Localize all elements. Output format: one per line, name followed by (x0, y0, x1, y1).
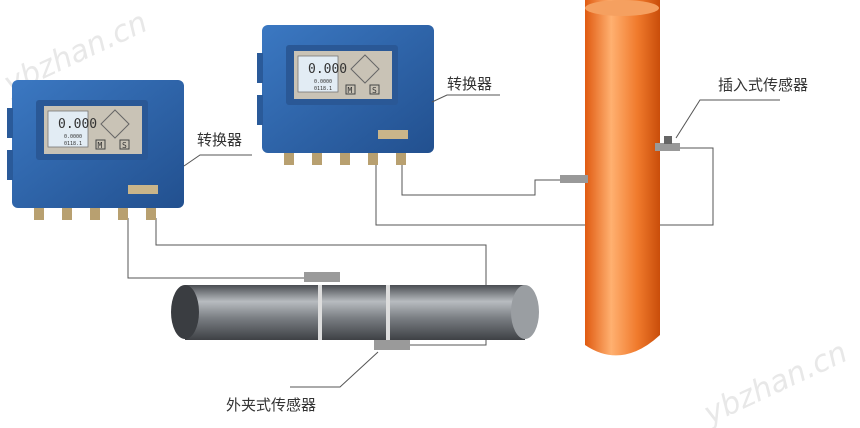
watermark-bottom-right: ybzhan.cn (698, 335, 853, 428)
cables (127, 147, 714, 346)
svg-text:0.0000: 0.0000 (314, 79, 332, 85)
s-button: S (122, 141, 127, 150)
leader-lines (183, 94, 780, 388)
m-button: M (98, 141, 103, 150)
svg-text:0.0000: 0.0000 (64, 134, 82, 140)
svg-text:M: M (348, 86, 353, 95)
svg-text:0.000: 0.000 (308, 62, 347, 77)
label-converter-left: 转换器 (197, 131, 242, 149)
horizontal-pipe (171, 285, 539, 340)
converter-right: 0.000 0.0000 0118.1 M S (256, 24, 435, 166)
insertion-sensor (560, 136, 680, 183)
svg-text:0118.1: 0118.1 (314, 86, 332, 92)
clamp-on-sensor (304, 272, 410, 350)
display-flow: 0.000 (58, 117, 97, 132)
label-converter-right: 转换器 (447, 75, 492, 93)
svg-text:0118.1: 0118.1 (64, 141, 82, 147)
label-clamp-on-sensor: 外夹式传感器 (226, 396, 316, 414)
converter-left: 0.000 0.0000 0118.1 M S (6, 79, 185, 221)
vertical-pipe (585, 0, 660, 356)
label-insertion-sensor: 插入式传感器 (718, 76, 808, 94)
svg-text:S: S (372, 86, 377, 95)
